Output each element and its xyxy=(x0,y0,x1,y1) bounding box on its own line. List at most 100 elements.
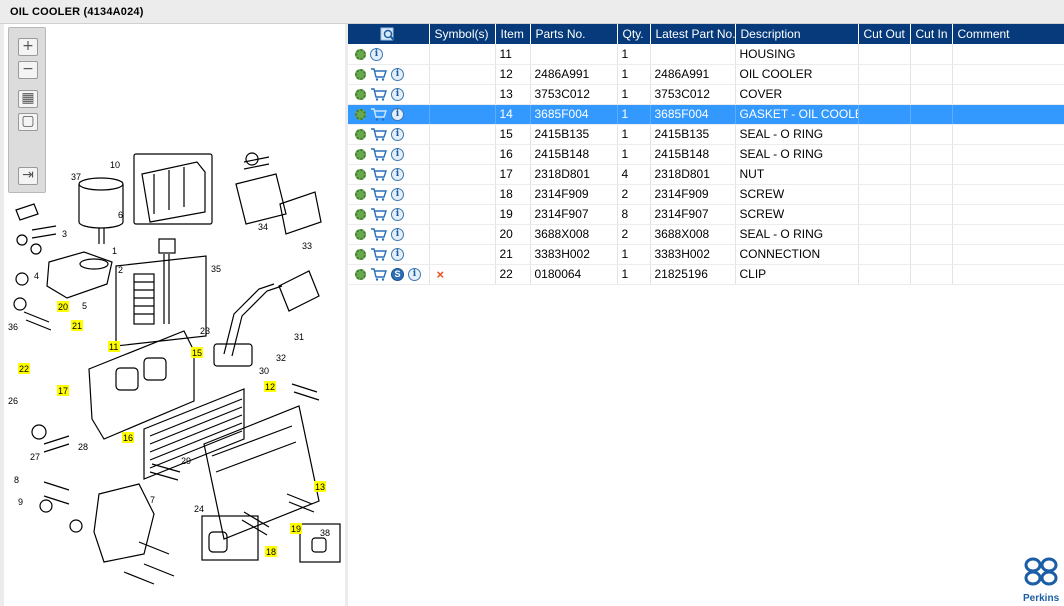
add-to-cart-icon[interactable] xyxy=(370,268,387,281)
latest-part-number-cell: 3383H002 xyxy=(650,244,736,265)
callout-20: 20 xyxy=(58,302,68,312)
add-to-cart-icon[interactable] xyxy=(370,108,387,121)
svg-text:35: 35 xyxy=(211,264,221,274)
column-header-tools[interactable] xyxy=(348,24,430,44)
part-number-cell xyxy=(530,44,618,65)
column-header-comment[interactable]: Comment xyxy=(952,24,1064,44)
item-cell: 13 xyxy=(495,84,531,105)
column-header-symbols[interactable]: Symbol(s) xyxy=(429,24,496,44)
gear-icon[interactable] xyxy=(355,89,366,101)
info-icon[interactable]: i xyxy=(391,88,404,102)
gear-icon[interactable] xyxy=(355,169,366,181)
latest-part-number-cell: 21825196 xyxy=(650,264,736,285)
info-icon[interactable]: i xyxy=(391,208,404,222)
add-to-cart-icon[interactable] xyxy=(370,168,387,181)
item-cell: 12 xyxy=(495,64,531,85)
gear-icon[interactable] xyxy=(355,189,366,201)
zoom-out-button[interactable]: − xyxy=(18,61,38,79)
symbol-cell xyxy=(429,64,496,85)
gear-icon[interactable] xyxy=(355,209,366,221)
gear-icon[interactable] xyxy=(355,109,366,121)
column-header-latest-part-no[interactable]: Latest Part No. xyxy=(650,24,736,44)
column-header-qty[interactable]: Qty. xyxy=(617,24,651,44)
svg-text:31: 31 xyxy=(294,332,304,342)
column-header-cut-in[interactable]: Cut In xyxy=(910,24,953,44)
svg-text:32: 32 xyxy=(276,353,286,363)
add-to-cart-icon[interactable] xyxy=(370,188,387,201)
gear-icon[interactable] xyxy=(355,129,366,141)
svg-text:7: 7 xyxy=(150,495,155,505)
gear-icon[interactable] xyxy=(355,229,366,241)
add-to-cart-icon[interactable] xyxy=(370,208,387,221)
qty-cell: 1 xyxy=(617,44,651,65)
qty-cell: 1 xyxy=(617,144,651,165)
add-to-cart-icon[interactable] xyxy=(370,68,387,81)
gear-icon[interactable] xyxy=(355,48,366,60)
cut-out-cell xyxy=(858,84,911,105)
info-icon[interactable]: i xyxy=(391,108,404,122)
svg-text:27: 27 xyxy=(30,452,40,462)
gear-icon[interactable] xyxy=(355,149,366,161)
add-to-cart-icon[interactable] xyxy=(370,88,387,101)
export-button[interactable]: ⇥ xyxy=(18,167,38,185)
latest-part-number-cell: 3685F004 xyxy=(650,104,736,125)
item-cell: 16 xyxy=(495,144,531,165)
row-actions-cell: i xyxy=(348,104,430,125)
row-actions-cell: i xyxy=(348,244,430,265)
column-header-item[interactable]: Item xyxy=(495,24,531,44)
info-icon[interactable]: i xyxy=(391,228,404,242)
add-to-cart-icon[interactable] xyxy=(370,148,387,161)
item-cell: 19 xyxy=(495,204,531,225)
symbol-cell: × xyxy=(429,264,496,285)
callout-22: 22 xyxy=(19,364,29,374)
qty-cell: 2 xyxy=(617,224,651,245)
column-header-description[interactable]: Description xyxy=(735,24,859,44)
info-icon[interactable]: i xyxy=(370,47,383,61)
add-to-cart-icon[interactable] xyxy=(370,228,387,241)
info-icon[interactable]: i xyxy=(391,168,404,182)
svg-text:28: 28 xyxy=(78,442,88,452)
info-icon[interactable]: i xyxy=(391,128,404,142)
cut-in-cell xyxy=(910,124,953,145)
gear-icon[interactable] xyxy=(355,269,366,281)
description-cell: SEAL - O RING xyxy=(735,124,859,145)
svg-text:38: 38 xyxy=(320,528,330,538)
info-icon[interactable]: i xyxy=(391,188,404,202)
row-actions-cell: i xyxy=(348,164,430,185)
info-icon[interactable]: i xyxy=(391,248,404,262)
item-cell: 21 xyxy=(495,244,531,265)
item-cell: 11 xyxy=(495,44,531,65)
fit-to-window-button[interactable]: ▦ xyxy=(18,90,38,108)
info-icon[interactable]: i xyxy=(391,68,404,82)
info-icon[interactable]: i xyxy=(391,148,404,162)
gear-icon[interactable] xyxy=(355,69,366,81)
add-to-cart-icon[interactable] xyxy=(370,128,387,141)
search-parts-icon[interactable] xyxy=(380,27,396,42)
supersession-icon[interactable]: S xyxy=(391,268,404,282)
gear-icon[interactable] xyxy=(355,249,366,261)
column-header-cut-out[interactable]: Cut Out xyxy=(858,24,911,44)
column-header-parts-no[interactable]: Parts No. xyxy=(530,24,618,44)
add-to-cart-icon[interactable] xyxy=(370,248,387,261)
cut-in-cell xyxy=(910,104,953,125)
svg-text:5: 5 xyxy=(82,301,87,311)
info-icon[interactable]: i xyxy=(408,268,421,282)
zoom-in-button[interactable]: + xyxy=(18,38,38,56)
symbol-cell xyxy=(429,124,496,145)
svg-text:24: 24 xyxy=(194,504,204,514)
actual-size-button[interactable]: ▢ xyxy=(18,113,38,131)
